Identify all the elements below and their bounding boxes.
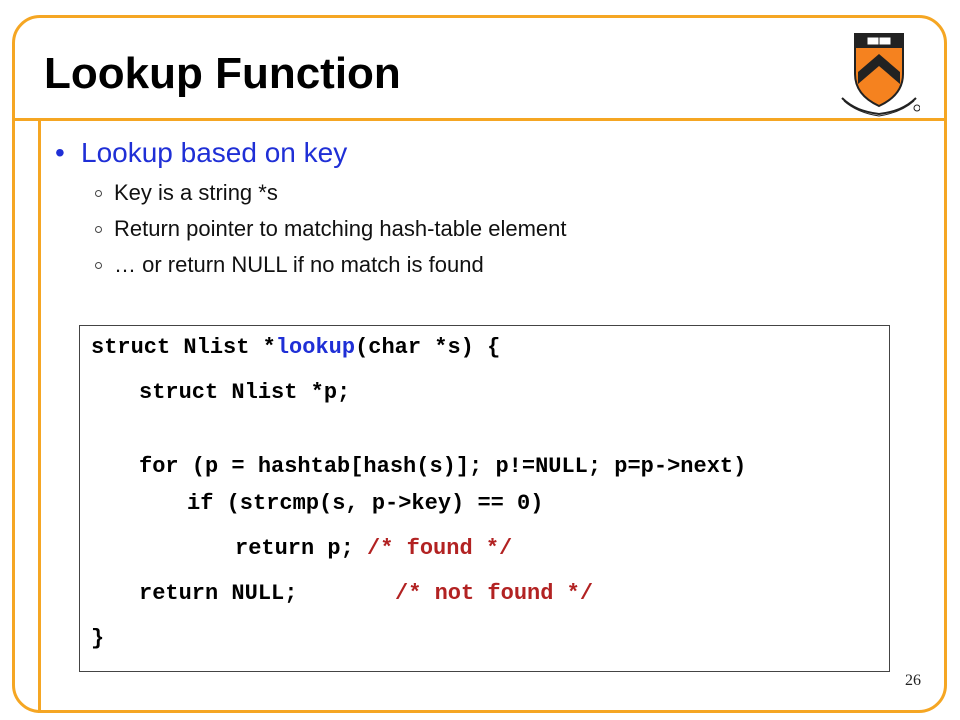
code-comment: /* found */ — [367, 536, 513, 561]
code-line-2: struct Nlist *p; — [139, 380, 351, 405]
bullet-dot-icon: • — [55, 137, 65, 168]
code-line-1: struct Nlist *lookup(char *s) { — [91, 335, 501, 360]
sub-bullet-item: Return pointer to matching hash-table el… — [95, 211, 566, 247]
ring-bullet-icon — [95, 261, 102, 269]
code-listing: struct Nlist *lookup(char *s) { struct N… — [80, 326, 889, 671]
sub-bullet-list: Key is a string *s Return pointer to mat… — [55, 175, 566, 283]
page-number: 26 — [905, 672, 921, 689]
sub-bullet-item: Key is a string *s — [95, 175, 566, 211]
ring-bullet-icon — [95, 189, 102, 197]
bullet-list: • Lookup based on key Key is a string *s… — [55, 137, 566, 283]
sub-bullet-item: … or return NULL if no match is found — [95, 247, 566, 283]
code-block: struct Nlist *lookup(char *s) { struct N… — [79, 325, 890, 672]
sub-bullet-text: Return pointer to matching hash-table el… — [114, 216, 567, 241]
title-divider — [12, 118, 947, 121]
code-line-4: if (strcmp(s, p->key) == 0) — [187, 491, 544, 516]
code-line-3: for (p = hashtab[hash(s)]; p!=NULL; p=p-… — [139, 454, 747, 479]
bullet-main-text: Lookup based on key — [81, 137, 348, 168]
code-line-5: return p; /* found */ — [235, 536, 513, 561]
sub-bullet-text: … or return NULL if no match is found — [114, 252, 484, 277]
sub-bullet-text: Key is a string *s — [114, 180, 278, 205]
left-divider — [38, 118, 41, 713]
slide-frame — [12, 15, 947, 713]
code-line-6: return NULL;/* not found */ — [139, 581, 594, 606]
ring-bullet-icon — [95, 225, 102, 233]
code-comment: /* not found */ — [395, 581, 594, 606]
slide-title: Lookup Function — [44, 49, 401, 98]
function-name: lookup — [275, 335, 356, 360]
code-line-7: } — [91, 626, 105, 651]
princeton-shield-logo — [841, 33, 920, 117]
bullet-main: • Lookup based on key — [55, 137, 566, 169]
